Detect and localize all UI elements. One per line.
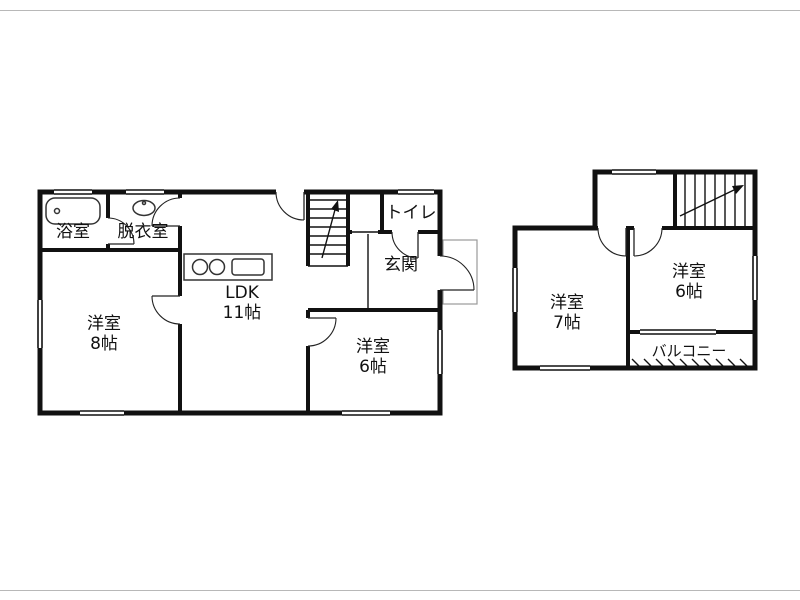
label-toilet: トイレ <box>386 203 437 223</box>
first-floor-plan: 浴室 脱衣室 LDK 11帖 トイレ 玄関 洋室 8帖 洋室 6帖 <box>35 187 478 418</box>
interior-walls-2f <box>595 172 755 368</box>
exterior-walls-2f <box>512 169 758 371</box>
label-entrance: 玄関 <box>384 255 418 275</box>
label-ldk: LDK <box>225 283 260 303</box>
stair-arrow-head-2f <box>732 185 744 194</box>
bathtub-drain <box>53 207 61 215</box>
stair-arrow-line-1f <box>321 205 337 259</box>
door-panels-2f <box>625 228 635 256</box>
stair-arrow-head-1f <box>331 200 339 212</box>
label-dressing-room: 脱衣室 <box>118 222 169 242</box>
door-panels-1f <box>108 192 474 319</box>
stair-arrow-line-2f <box>679 188 737 217</box>
label-bedroom6-1f: 洋室 <box>356 337 390 357</box>
wall-openings-interior-2f <box>598 224 716 336</box>
windows-2f <box>512 169 758 371</box>
windows-1f <box>37 189 443 416</box>
label-balcony: バルコニー <box>652 342 727 360</box>
kitchen-counter-outline <box>183 253 273 281</box>
entrance-porch <box>442 239 478 305</box>
balcony-railing-hatch <box>631 358 748 367</box>
label-ldk-size: 11帖 <box>223 303 262 323</box>
washbasin-tap <box>141 200 147 206</box>
stair-treads-2f <box>684 174 746 226</box>
washbasin-icon <box>132 199 156 217</box>
stairs-1f <box>308 199 348 267</box>
bathtub-icon <box>45 197 101 225</box>
label-bedroom8: 洋室 <box>87 314 121 334</box>
label-bedroom6-2f-size: 6帖 <box>675 282 703 302</box>
stove-burner-right <box>208 258 226 276</box>
door-swing-arcs-1f <box>107 191 475 347</box>
wall-openings-exterior-2f <box>510 167 760 373</box>
washbasin-bowl <box>132 199 156 217</box>
kitchen-counter-icon <box>183 253 273 281</box>
stove-burner-left <box>191 258 209 276</box>
label-bedroom6-2f: 洋室 <box>672 262 706 282</box>
wall-openings-interior-1f <box>104 198 418 346</box>
kitchen-sink <box>231 258 265 276</box>
label-bedroom7-2f-size: 7帖 <box>553 313 581 333</box>
wall-openings-exterior-1f <box>35 187 445 418</box>
bathtub-outline <box>45 197 101 225</box>
stairs-2f <box>679 174 746 226</box>
door-swing-arcs-2f <box>597 227 663 257</box>
label-bathroom: 浴室 <box>56 222 90 242</box>
label-bedroom7-2f: 洋室 <box>550 293 584 313</box>
label-bedroom6-1f-size: 6帖 <box>359 357 387 377</box>
stair-treads-1f <box>308 199 348 267</box>
second-floor-plan: 洋室 7帖 洋室 6帖 バルコニー <box>510 167 760 373</box>
label-bedroom8-size: 8帖 <box>90 334 118 354</box>
